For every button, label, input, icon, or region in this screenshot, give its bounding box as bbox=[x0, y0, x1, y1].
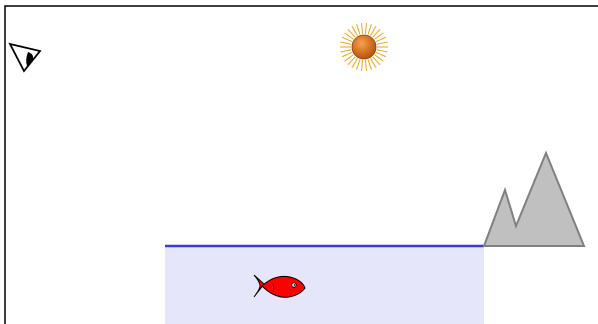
sun-ray bbox=[365, 60, 366, 71]
sun-ray bbox=[342, 52, 352, 56]
sun-ray bbox=[361, 60, 362, 71]
sun-ray bbox=[368, 24, 371, 34]
sun-ray bbox=[341, 50, 352, 52]
mountains-icon bbox=[484, 153, 584, 246]
water-region bbox=[165, 246, 484, 324]
sun-ray bbox=[357, 24, 360, 34]
sun-ray bbox=[376, 52, 386, 56]
sun-ray bbox=[357, 59, 360, 69]
sun-ray bbox=[342, 37, 352, 41]
sun-ray bbox=[365, 23, 366, 34]
sun-core bbox=[352, 35, 376, 59]
sun-ray bbox=[377, 42, 388, 44]
sun-ray bbox=[376, 37, 386, 41]
sun-ray bbox=[361, 23, 362, 34]
sun-icon bbox=[340, 23, 388, 71]
sun-ray bbox=[377, 50, 388, 52]
sun-ray bbox=[368, 59, 371, 69]
sun-ray bbox=[341, 42, 352, 44]
eye-icon bbox=[10, 44, 40, 71]
